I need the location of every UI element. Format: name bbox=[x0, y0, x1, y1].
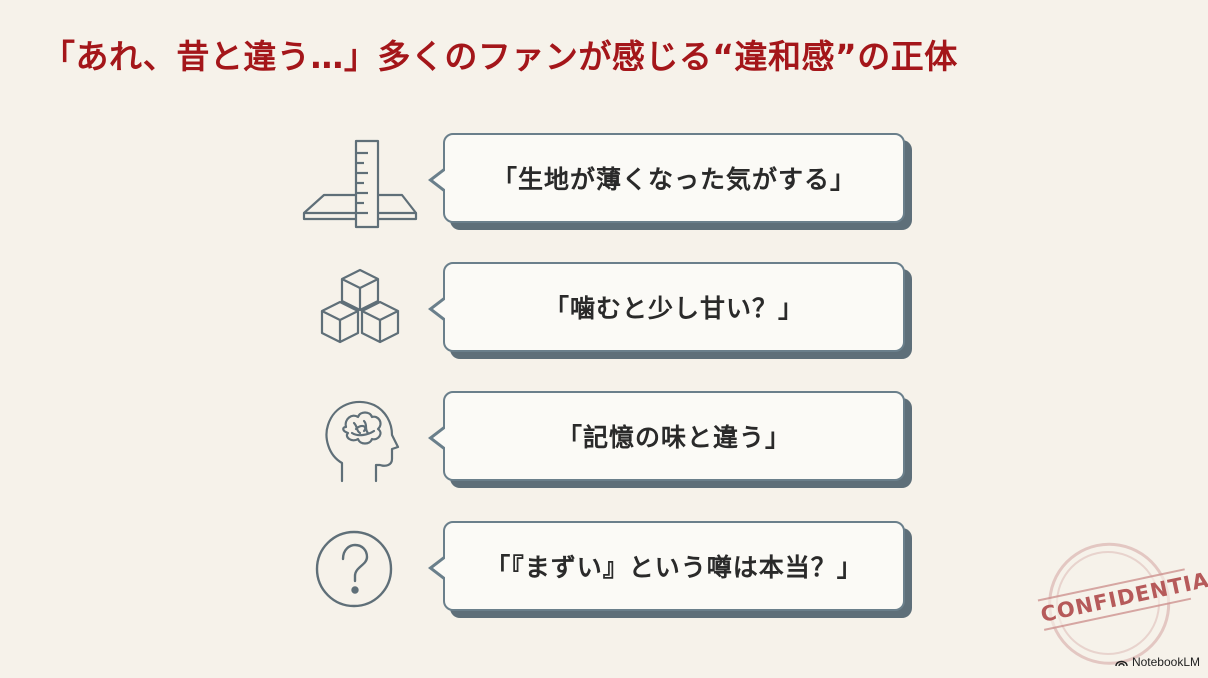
ruler-thickness-icon bbox=[298, 135, 422, 231]
notebooklm-logo-icon bbox=[1115, 660, 1128, 667]
list-item: 「『まずい』という噂は本当？」 bbox=[0, 521, 1208, 621]
list-item: 「記憶の味と違う」 bbox=[0, 391, 1208, 491]
brand-watermark: NotebookLM bbox=[1115, 655, 1200, 669]
speech-bubble: 「噛むと少し甘い？」 bbox=[428, 262, 905, 352]
bubble-text: 「噛むと少し甘い？」 bbox=[543, 294, 804, 323]
head-brain-icon bbox=[298, 393, 422, 489]
brand-text: NotebookLM bbox=[1131, 655, 1200, 669]
speech-bubble: 「記憶の味と違う」 bbox=[428, 391, 905, 481]
bubble-text: 「生地が薄くなった気がする」 bbox=[491, 165, 856, 194]
page-title: 「あれ、昔と違う…」多くのファンが感じる“違和感”の正体 bbox=[42, 37, 958, 76]
speech-bubble: 「生地が薄くなった気がする」 bbox=[428, 133, 905, 223]
question-mark-icon bbox=[298, 523, 422, 619]
bubble-text: 「『まずい』という噂は本当？」 bbox=[485, 553, 863, 582]
speech-bubble: 「『まずい』という噂は本当？」 bbox=[428, 521, 905, 611]
list-item: 「生地が薄くなった気がする」 bbox=[0, 133, 1208, 233]
list-item: 「噛むと少し甘い？」 bbox=[0, 262, 1208, 362]
bubble-text: 「記憶の味と違う」 bbox=[556, 423, 791, 452]
cubes-icon bbox=[298, 264, 422, 360]
